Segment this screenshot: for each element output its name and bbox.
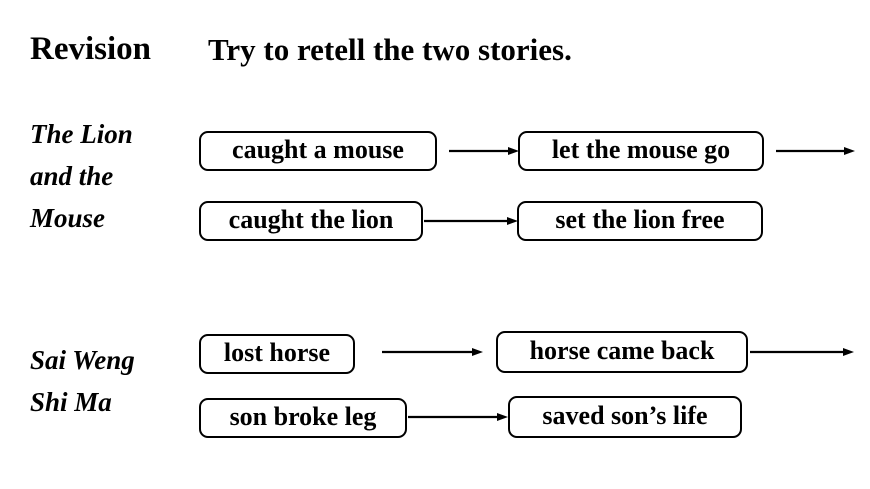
node-box-label: lost horse — [223, 338, 331, 367]
instruction-heading: Try to retell the two stories. — [208, 32, 572, 67]
node-box-saved-sons-life[interactable]: saved son’s life — [508, 396, 742, 438]
node-box-son-broke-leg[interactable]: son broke leg — [199, 398, 407, 438]
node-box-let-the-mouse-go[interactable]: let the mouse go — [518, 131, 764, 171]
node-box-lost-horse[interactable]: lost horse — [199, 334, 355, 374]
node-box-caught-a-mouse[interactable]: caught a mouse — [199, 131, 437, 171]
node-box-set-the-lion-free[interactable]: set the lion free — [517, 201, 763, 241]
node-box-caught-the-lion[interactable]: caught the lion — [199, 201, 423, 241]
arrow-right-row4-between — [408, 410, 508, 424]
node-box-label: caught a mouse — [232, 135, 404, 164]
arrow-right-row2-between — [424, 214, 518, 228]
node-box-label: horse came back — [529, 336, 715, 365]
node-box-horse-came-back[interactable]: horse came back — [496, 331, 748, 373]
node-box-label: saved son’s life — [542, 401, 708, 430]
node-box-label: caught the lion — [228, 205, 394, 234]
node-box-label: set the lion free — [555, 205, 725, 234]
page-title-revision: Revision — [30, 31, 152, 67]
node-box-label: son broke leg — [229, 402, 377, 431]
arrow-right-row3-between — [382, 345, 483, 359]
arrow-right-row1-between — [449, 144, 519, 158]
arrow-right-row3-trailing — [750, 345, 854, 359]
story-label-sai-weng-shi-ma: Sai Weng Shi Ma — [30, 345, 135, 417]
arrow-right-row1-trailing — [776, 144, 855, 158]
story-label-lion-and-mouse: The Lion and the Mouse — [30, 119, 133, 233]
node-box-label: let the mouse go — [551, 135, 731, 164]
